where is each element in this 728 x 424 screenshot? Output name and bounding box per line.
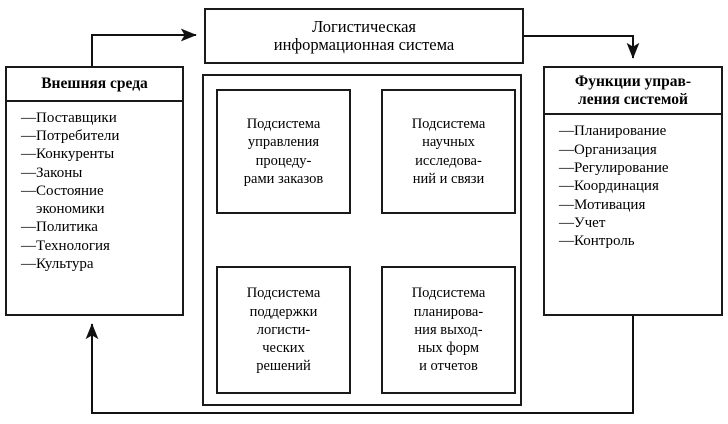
- subsystem-order-procedures-box: Подсистема управления процеду- рами зака…: [216, 89, 351, 214]
- list-item-label: Регулирование: [574, 159, 669, 176]
- list-item: —Потребители: [21, 127, 120, 144]
- management-functions-heading: Функции управ- ления системой: [545, 68, 721, 116]
- list-item: —Конкуренты: [21, 146, 115, 163]
- list-item: —Законы: [21, 164, 83, 181]
- subsystem-line: поддержки: [249, 303, 318, 320]
- list-item-label: Учет: [574, 214, 606, 231]
- list-item-label: Поставщики: [36, 109, 117, 126]
- management-functions-panel: Функции управ- ления системой —Планирова…: [543, 66, 723, 316]
- subsystem-research-communication-box: Подсистема научных исследова- ний и связ…: [381, 89, 516, 214]
- list-item: —Культура: [21, 256, 94, 273]
- list-item: —Состояние: [21, 182, 104, 199]
- list-item: —Технология: [21, 237, 110, 254]
- list-item-label: Организация: [574, 141, 657, 158]
- list-item-label: Планирование: [574, 123, 667, 140]
- subsystem-line: Подсистема: [411, 285, 486, 302]
- subsystem-line: планирова-: [413, 303, 484, 320]
- subsystem-line: научных: [422, 134, 475, 151]
- subsystem-line: ния выход-: [414, 321, 483, 338]
- list-item-label: Законы: [36, 164, 83, 181]
- list-item-label: Культура: [36, 256, 94, 273]
- system-title-line2: информационная система: [273, 35, 455, 54]
- list-item-label: Состояние: [36, 182, 104, 199]
- subsystem-line: решений: [256, 358, 311, 375]
- system-title-line1: Логистическая: [311, 16, 417, 36]
- list-item-label: Мотивация: [574, 196, 646, 213]
- list-item: —Мотивация: [559, 196, 646, 213]
- list-item: —Координация: [559, 178, 659, 195]
- subsystem-line: ческих: [262, 340, 305, 357]
- subsystem-line: рами заказов: [243, 170, 324, 187]
- list-item-label: экономики: [36, 201, 105, 218]
- list-item-label: Контроль: [574, 233, 635, 250]
- list-item: —Поставщики: [21, 109, 117, 126]
- subsystem-line: ных форм: [417, 340, 480, 357]
- subsystem-logistics-decision-support-box: Подсистема поддержки логисти- ческих реш…: [216, 266, 351, 394]
- external-environment-list: —Поставщики —Потребители —Конкуренты —За…: [7, 102, 182, 274]
- list-item-label: Потребители: [36, 127, 120, 144]
- system-title-box: Логистическая информационная система: [204, 8, 524, 64]
- management-functions-heading-line1: Функции управ-: [574, 73, 692, 90]
- arrow-environment-to-system: [91, 28, 197, 66]
- subsystem-output-forms-reports-box: Подсистема планирова- ния выход- ных фор…: [381, 266, 516, 394]
- subsystem-line: исследова-: [415, 152, 482, 169]
- subsystem-line: логисти-: [256, 321, 311, 338]
- list-item: —Учет: [559, 214, 606, 231]
- list-item: —Регулирование: [559, 159, 669, 176]
- subsystem-line: Подсистема: [246, 115, 321, 132]
- subsystem-line: ний и связи: [412, 170, 485, 187]
- subsystem-line: Подсистема: [411, 115, 486, 132]
- subsystem-line: управления: [247, 134, 320, 151]
- list-item-label: Координация: [574, 178, 659, 195]
- external-environment-heading: Внешняя среда: [7, 68, 182, 102]
- subsystem-line: Подсистема: [246, 285, 321, 302]
- list-item-label: Политика: [36, 219, 98, 236]
- external-environment-panel: Внешняя среда —Поставщики —Потребители —…: [5, 66, 184, 316]
- list-item: —Планирование: [559, 123, 667, 140]
- subsystem-line: и отчетов: [419, 358, 478, 375]
- management-functions-heading-line2: ления системой: [578, 90, 688, 108]
- arrow-system-to-functions: [524, 35, 640, 59]
- list-item: —Контроль: [559, 233, 635, 250]
- list-item: —Организация: [559, 141, 657, 158]
- list-item-continuation: экономики: [21, 200, 182, 218]
- list-item: —Политика: [21, 219, 98, 236]
- subsystem-line: процеду-: [255, 152, 312, 169]
- list-item-label: Конкуренты: [36, 146, 115, 163]
- management-functions-list: —Планирование —Организация —Регулировани…: [545, 115, 721, 250]
- list-item-label: Технология: [36, 237, 110, 254]
